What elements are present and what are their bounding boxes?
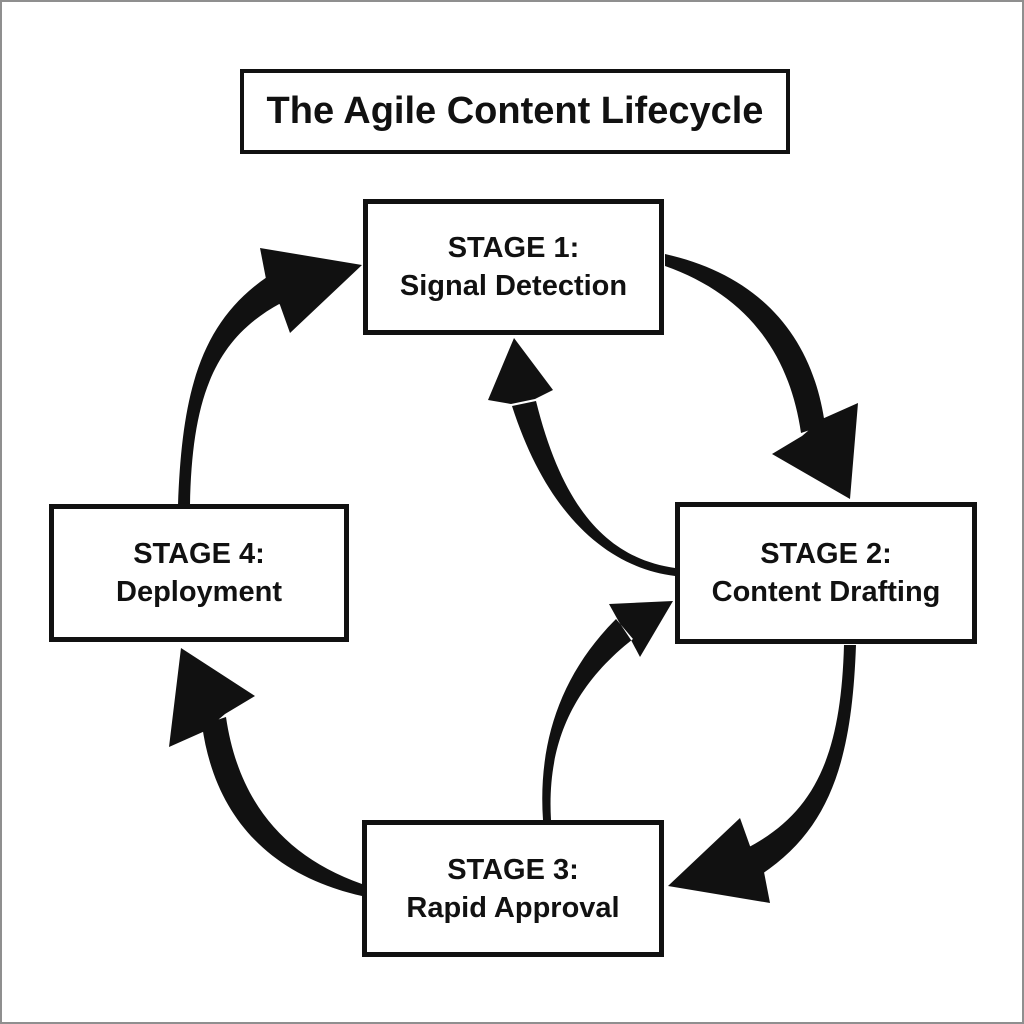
arrow-stage4-to-stage1-icon	[178, 248, 362, 505]
stage-4-label: STAGE 4:	[133, 538, 265, 570]
stage-3-name: Rapid Approval	[406, 891, 620, 924]
arrow-stage2-to-stage1-feedback-icon	[488, 338, 675, 576]
stage-2-label: STAGE 2:	[760, 538, 892, 570]
stage-1-box: STAGE 1: Signal Detection	[363, 199, 664, 335]
diagram-title: The Agile Content Lifecycle	[266, 90, 764, 132]
stage-3-box: STAGE 3: Rapid Approval	[362, 820, 664, 957]
arrow-stage3-to-stage4-icon	[169, 648, 362, 896]
stage-1-name: Signal Detection	[399, 270, 628, 302]
stage-4-name: Deployment	[116, 576, 282, 608]
diagram-title-box: The Agile Content Lifecycle	[240, 69, 790, 154]
arrow-stage2-to-stage3-icon	[668, 645, 856, 903]
stage-2-name: Content Drafting	[711, 576, 941, 608]
stage-4-box: STAGE 4: Deployment	[49, 504, 349, 642]
arrow-stage1-to-stage2-icon	[665, 254, 858, 499]
stage-3-label: STAGE 3:	[447, 853, 579, 886]
stage-2-box: STAGE 2: Content Drafting	[675, 502, 977, 644]
stage-1-label: STAGE 1:	[447, 232, 580, 264]
arrow-stage3-to-stage2-feedback-icon	[542, 601, 673, 820]
